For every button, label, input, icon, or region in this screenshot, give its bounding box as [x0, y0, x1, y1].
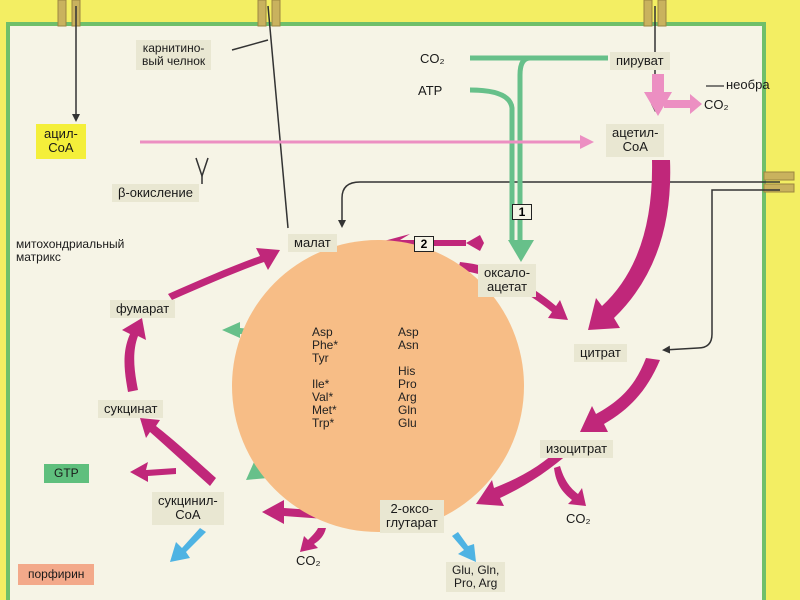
glutamate-products-label: Glu, Gln, Pro, Arg [446, 562, 506, 593]
oxaloacetate-label: оксало- ацетат [478, 264, 537, 297]
oxaloacetate-entry-arrow [508, 240, 534, 262]
succinate-label: сукцинат [98, 400, 164, 419]
fumarate-label: фумарат [110, 300, 176, 319]
amino-acids-left-column: Asp Phe* Tyr Ile* Val* Met* Trp* [312, 325, 339, 430]
pdh-co2-label: CO₂ [704, 97, 729, 112]
gtp-label: GTP [44, 464, 89, 484]
malate-label: малат [288, 234, 337, 253]
citrate-label: цитрат [574, 344, 627, 363]
pyruvate-carboxylation [469, 55, 608, 240]
amino-acid-pool [232, 240, 524, 532]
isocitrate-label: изоцитрат [540, 440, 614, 459]
membrane-channels [57, 0, 795, 193]
isocitrate-co2-label: CO₂ [566, 511, 591, 526]
side-branches [130, 462, 586, 552]
co2-input-label: CO₂ [420, 51, 445, 66]
acyl-coa-label: ацил- CoA [36, 124, 86, 159]
porphyrin-label: порфирин [18, 564, 95, 586]
pdh-co2-arrow [664, 94, 702, 114]
step-2-marker: 2 [414, 236, 434, 252]
acetyl-coa-to-citrate-arrow [588, 160, 671, 330]
atp-label: ATP [418, 83, 443, 98]
succinyl-coa-label: сукцинил- CoA [152, 492, 224, 525]
oxoglutarate-label: 2-оксо- глутарат [380, 500, 444, 533]
pyruvate-dehydrogenase-arrow [644, 74, 672, 116]
neobr-label: необра [726, 77, 770, 92]
carnitine-shuttle-label: карнитино- вый челнок [136, 40, 212, 71]
beta-oxidation-label: β-окисление [112, 184, 199, 203]
step-1-marker: 1 [512, 204, 532, 220]
export-arrows [170, 528, 476, 562]
amino-acids-right-column: Asp Asn His Pro Arg Gln Glu [398, 325, 419, 430]
acetyl-coa-label: ацетил- CoA [606, 124, 665, 157]
pyruvate-label: пируват [610, 52, 670, 71]
mitochondrial-matrix-label: митохондриальный матрикс [16, 237, 125, 265]
oxoglutarate-co2-label: CO₂ [296, 553, 321, 568]
